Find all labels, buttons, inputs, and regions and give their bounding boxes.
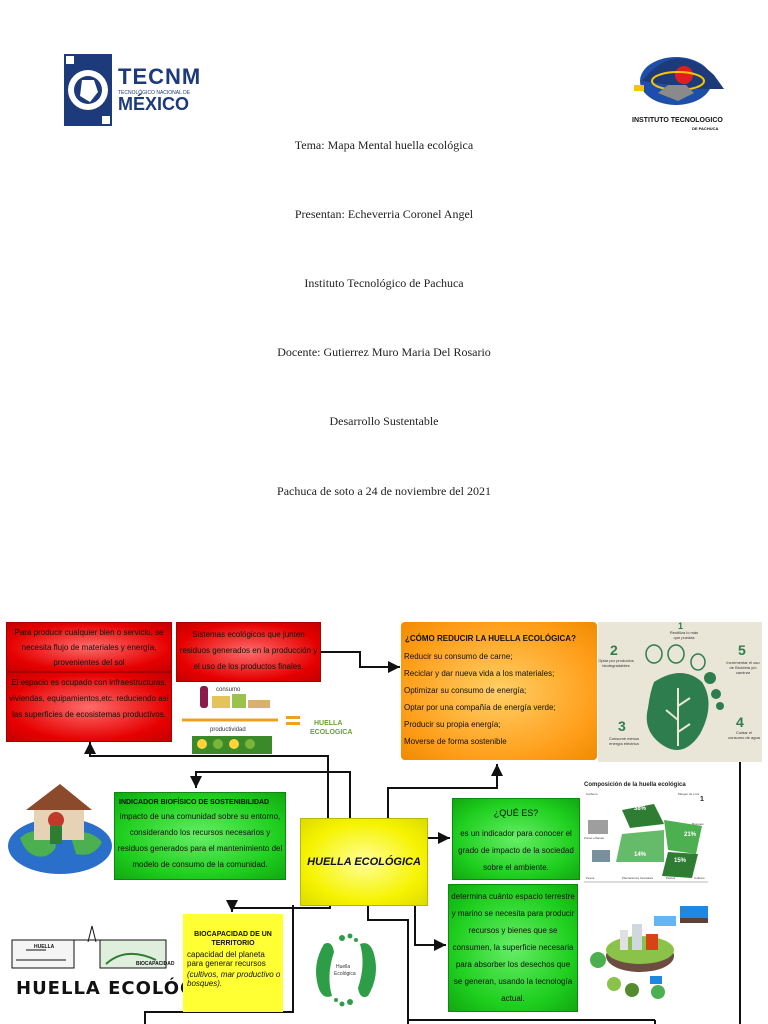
formula-result-1: HUELLA xyxy=(314,720,343,727)
foot-num-4: 4 xyxy=(736,714,744,730)
composition-label: Pastos xyxy=(666,876,676,880)
tecnm-emblem-icon xyxy=(64,54,112,126)
composition-p4: 15% xyxy=(674,858,687,864)
composition-label: Margen de error xyxy=(678,792,700,796)
sketch-tag-bio: BIOCAPACIDAD xyxy=(136,961,175,967)
composition-label: Cultivos xyxy=(694,876,705,880)
footprint-infographic: 1 Reutiliza lo más que puedas 2 Optar po… xyxy=(598,621,762,762)
formula-illustration: consumo productividad HUELLA ECOLOGICA xyxy=(178,684,362,756)
orange-item: Reducir su consumo de carne; xyxy=(404,652,513,661)
orange-item: Producir su propia energía; xyxy=(404,720,501,729)
feet-logo-label1: Huella xyxy=(336,964,351,970)
indicator-box: INDICADOR BIOFÍSICO DE SOSTENIBILIDAD im… xyxy=(114,792,286,880)
formula-productividad: productividad xyxy=(210,727,246,733)
itp-logo: INSTITUTO TECNOLOGICO DE PACHUCA xyxy=(628,45,733,135)
indicator-text: impacto de una comunidad sobre su entorn… xyxy=(117,812,283,869)
bio-text: capacidad del planeta para generar recur… xyxy=(187,950,266,968)
sketch-illustration: HUELLA BIOCAPACIDAD HUELLA ECOLÓGICA xyxy=(6,920,232,1012)
composition-marker: 1 xyxy=(700,796,704,803)
composition-illustration: Composición de la huella ecológica 38% 2… xyxy=(582,778,710,888)
composition-diagram-icon xyxy=(584,804,708,883)
foot-num-3: 3 xyxy=(618,718,626,734)
formula-result-2: ECOLOGICA xyxy=(310,729,353,736)
sketch-tag-huella: HUELLA xyxy=(34,944,55,950)
foot-num-1: 1 xyxy=(678,621,684,631)
tecnm-main: TECNM xyxy=(118,64,202,89)
foot-text-3: Consumir menos energía eléctrica xyxy=(608,736,640,746)
composition-label: Carbono xyxy=(586,792,598,796)
composition-p1: 38% xyxy=(634,806,647,812)
foot-text-4: Cuidar el consumo de agua xyxy=(728,730,760,740)
orange-title: ¿CÓMO REDUCIR LA HUELLA ECOLÓGICA? xyxy=(405,634,576,643)
foot-num-2: 2 xyxy=(610,642,618,658)
que-es-box: ¿QUÉ ES? es un indicador para conocer el… xyxy=(452,798,580,880)
orange-item: Reciclar y dar nueva vida a los material… xyxy=(404,669,555,678)
city-islands-illustration xyxy=(584,896,716,1008)
bio-title: BIOCAPACIDAD DE UN TERRITORIO xyxy=(194,931,272,947)
tecnm-logo: TECNM TECNOLÓGICO NACIONAL DE MÉXICO xyxy=(60,50,200,130)
determina-box: determina cuánto espacio terrestre y mar… xyxy=(448,884,578,1012)
cover-instituto: Instituto Tecnológico de Pachuca xyxy=(304,276,464,290)
feet-logo: Huella Ecológica xyxy=(306,930,386,1010)
composition-label: Pesca xyxy=(586,876,595,880)
orange-item: Moverse de forma sostenible xyxy=(404,737,507,746)
red-box-ecosystems: Sistemas ecológicos que junten residuos … xyxy=(176,622,321,682)
footprint-icon xyxy=(645,644,724,750)
green-feet-icon xyxy=(316,933,376,1007)
biocapacidad-box: BIOCAPACIDAD DE UN TERRITORIO capacidad … xyxy=(183,914,283,1012)
que-es-title: ¿QUÉ ES? xyxy=(493,808,539,818)
composition-p2: 21% xyxy=(684,832,697,838)
cover-presentan: Presentan: Echeverria Coronel Angel xyxy=(294,207,474,221)
bio-italic: (cultivos, mar productivo o bosques). xyxy=(187,970,281,988)
composition-label: Plantaciones forestales xyxy=(622,876,654,880)
composition-label: Bosques xyxy=(692,822,704,826)
earth-house-icon xyxy=(8,784,112,874)
red-box-materials: Para producir cualquier bien o servicio,… xyxy=(6,622,172,672)
foot-num-5: 5 xyxy=(738,642,746,658)
consumption-illustration-icon xyxy=(182,686,300,754)
red-box-space: El espacio es ocupado con infraestructur… xyxy=(6,672,172,742)
orange-item: Optimizar su consumo de energía; xyxy=(404,686,527,695)
composition-title: Composición de la huella ecológica xyxy=(584,782,686,788)
orange-item: Optar por una compañía de energía verde; xyxy=(404,703,556,712)
foot-text-2: Optar por productos biodegradables xyxy=(598,658,634,668)
formula-consumo: consumo xyxy=(216,687,241,693)
sketch-title: HUELLA ECOLÓGICA xyxy=(16,978,233,999)
center-node: HUELLA ECOLÓGICA xyxy=(300,818,428,906)
indicator-title: INDICADOR BIOFÍSICO DE SOSTENIBILIDAD xyxy=(119,799,270,806)
cover-docente: Docente: Gutierrez Muro Maria Del Rosari… xyxy=(277,345,491,359)
city-islands-icon xyxy=(590,906,708,999)
itp-line1: INSTITUTO TECNOLOGICO xyxy=(632,117,723,124)
feet-logo-label2: Ecológica xyxy=(334,971,356,977)
tecnm-sub: TECNOLÓGICO NACIONAL DE xyxy=(118,90,191,96)
cover-tema: Tema: Mapa Mental huella ecológica xyxy=(294,138,474,152)
center-title: HUELLA ECOLÓGICA xyxy=(307,856,421,868)
composition-p3: 14% xyxy=(634,852,647,858)
sketch-scale-icon xyxy=(11,925,167,969)
cover-fecha: Pachuca de soto a 24 de noviembre del 20… xyxy=(277,484,491,498)
que-es-text: es un indicador para conocer el grado de… xyxy=(458,829,574,872)
foot-text-1: Reutiliza lo más que puedas xyxy=(669,630,699,640)
cover-materia: Desarrollo Sustentable xyxy=(329,414,439,428)
orange-reduce-box: ¿CÓMO REDUCIR LA HUELLA ECOLÓGICA? Reduc… xyxy=(401,622,597,760)
foot-text-5: Incrementar el uso de Bicicleta y/o cami… xyxy=(726,660,760,675)
itp-line2: DE PACHUCA xyxy=(692,126,719,131)
composition-label: Zonas urbanas xyxy=(584,836,605,840)
earth-house-illustration xyxy=(6,776,114,876)
tecnm-country: MÉXICO xyxy=(118,94,190,114)
itp-emblem-icon xyxy=(634,57,724,105)
